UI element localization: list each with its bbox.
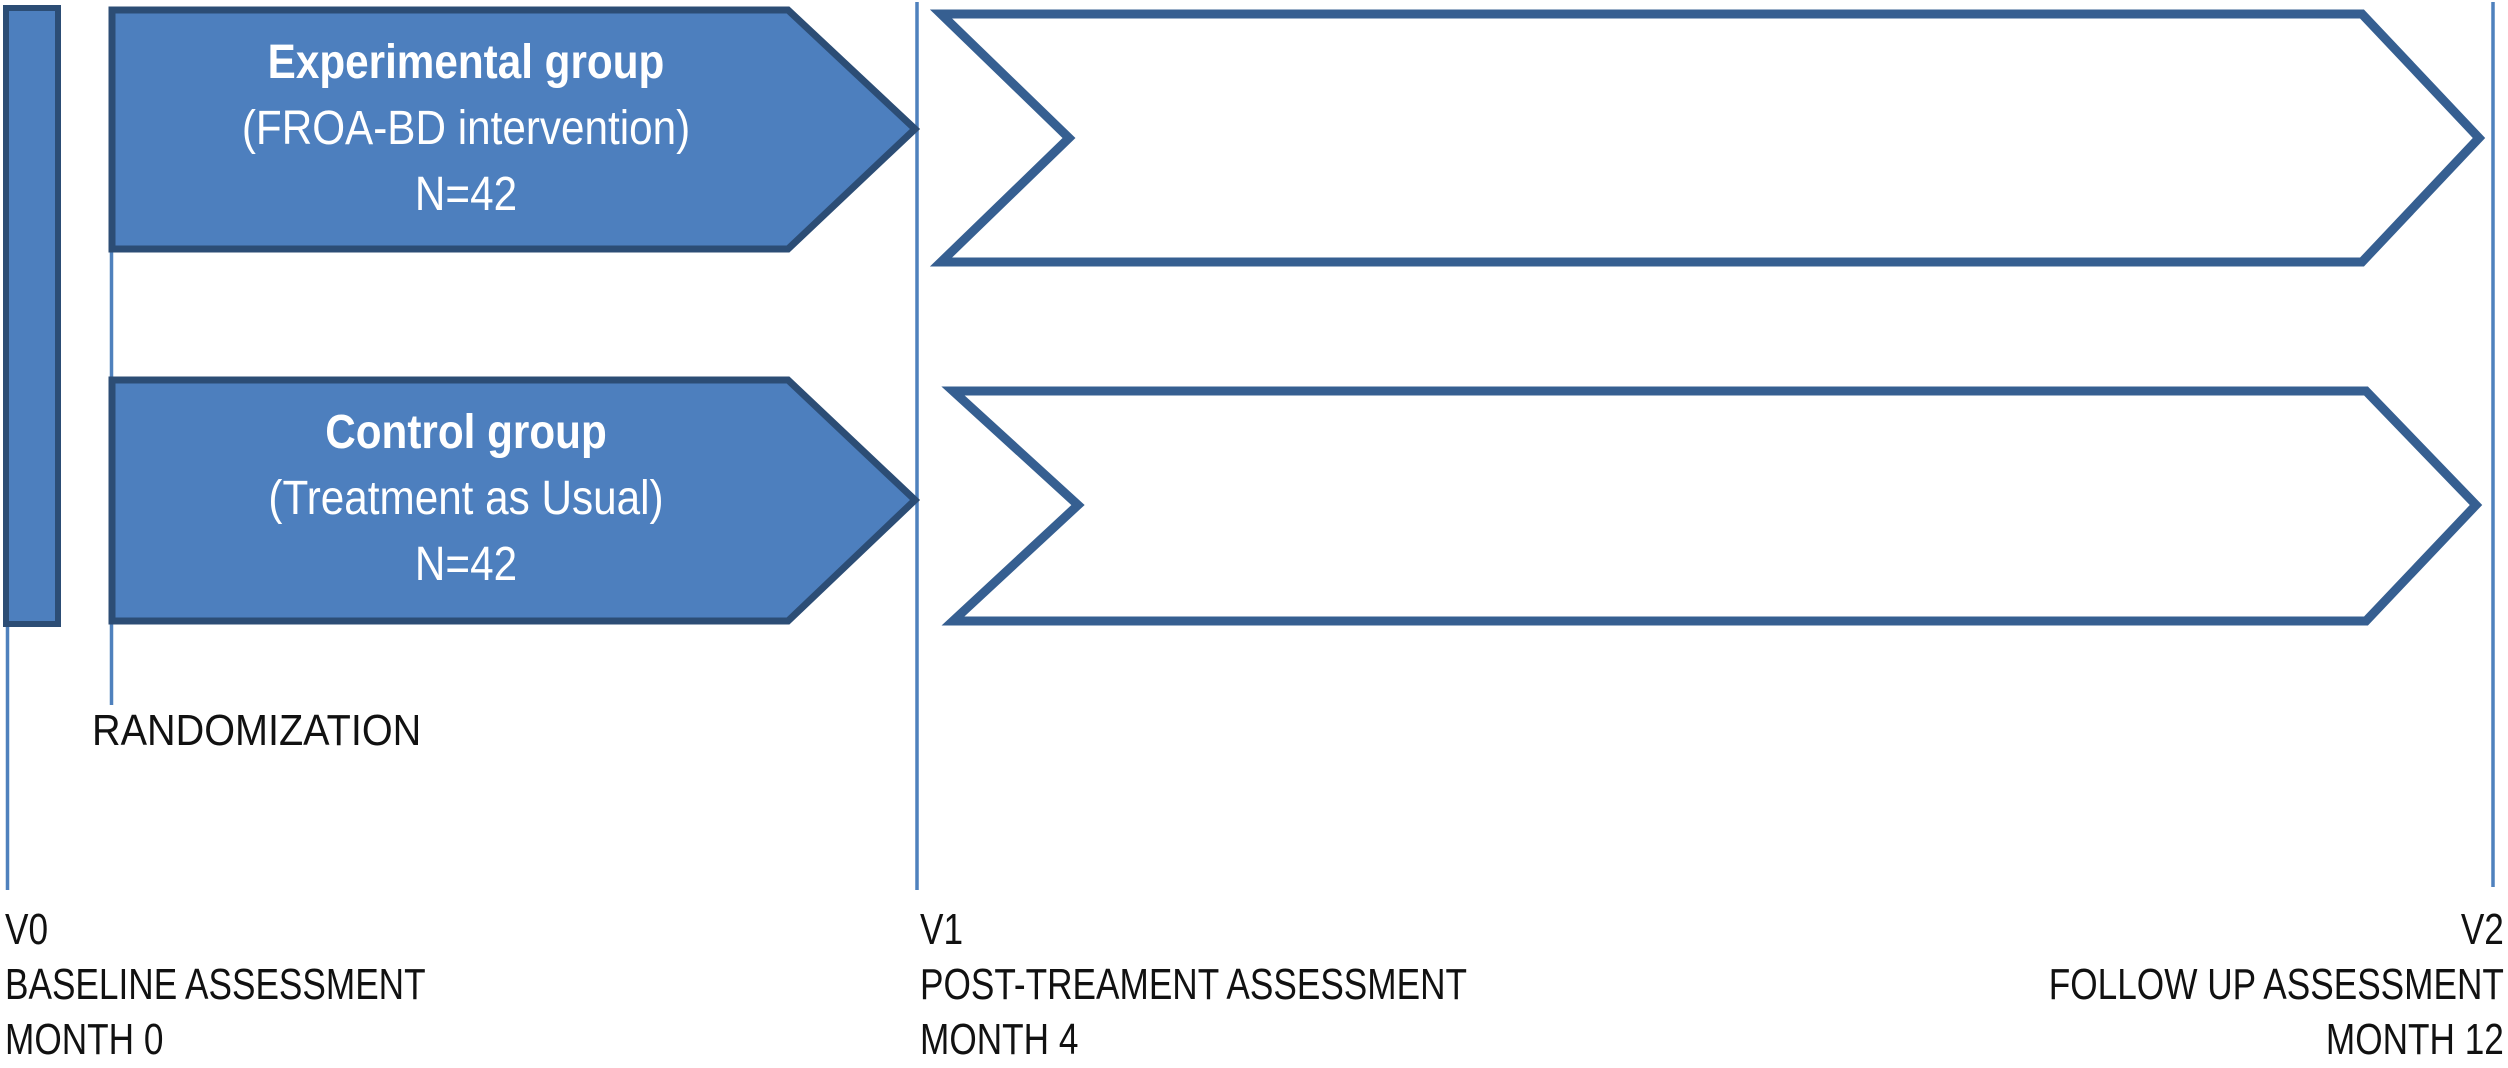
experimental-group-n: N=42: [414, 168, 518, 221]
timepoint-v1-labels: V1 POST-TREAMENT ASSESSMENT MONTH 4: [920, 902, 1467, 1067]
experimental-group-arrow: [108, 6, 921, 253]
timepoint-v2-labels: V2 FOLLOW UP ASSESSMENT MONTH 12: [2049, 902, 2504, 1067]
timepoint-v0-labels: V0 BASELINE ASSESSMENT MONTH 0: [5, 902, 426, 1067]
timepoint-v2-month: MONTH 12: [2326, 1015, 2504, 1064]
control-followup-chevron-arrow: [941, 386, 2483, 626]
control-group-text: Control group (Treatment as Usual) N=42: [154, 400, 777, 598]
timepoint-v0-assessment: BASELINE ASSESSMENT: [5, 960, 426, 1009]
randomization-label: RANDOMIZATION: [92, 706, 422, 755]
baseline-vertical-bar: [3, 5, 61, 627]
timepoint-v1-assessment: POST-TREAMENT ASSESSMENT: [920, 960, 1468, 1009]
control-group-n: N=42: [414, 538, 518, 591]
timepoint-v1-visit: V1: [920, 905, 964, 954]
timepoint-v1-month: MONTH 4: [920, 1015, 1079, 1064]
timepoint-v2-assessment: FOLLOW UP ASSESSMENT: [2048, 960, 2504, 1009]
control-group-title: Control group: [325, 406, 607, 459]
experimental-followup-chevron-arrow: [929, 9, 2486, 267]
experimental-group-title: Experimental group: [267, 36, 665, 89]
experimental-group-text: Experimental group (FROA-BD intervention…: [154, 30, 777, 228]
timepoint-v2-visit: V2: [2460, 905, 2504, 954]
experimental-group-subtitle: (FROA-BD intervention): [241, 102, 691, 155]
control-group-arrow: [108, 376, 921, 625]
control-group-subtitle: (Treatment as Usual): [268, 472, 664, 525]
timepoint-v0-month: MONTH 0: [5, 1015, 164, 1064]
timepoint-v0-visit: V0: [5, 905, 49, 954]
